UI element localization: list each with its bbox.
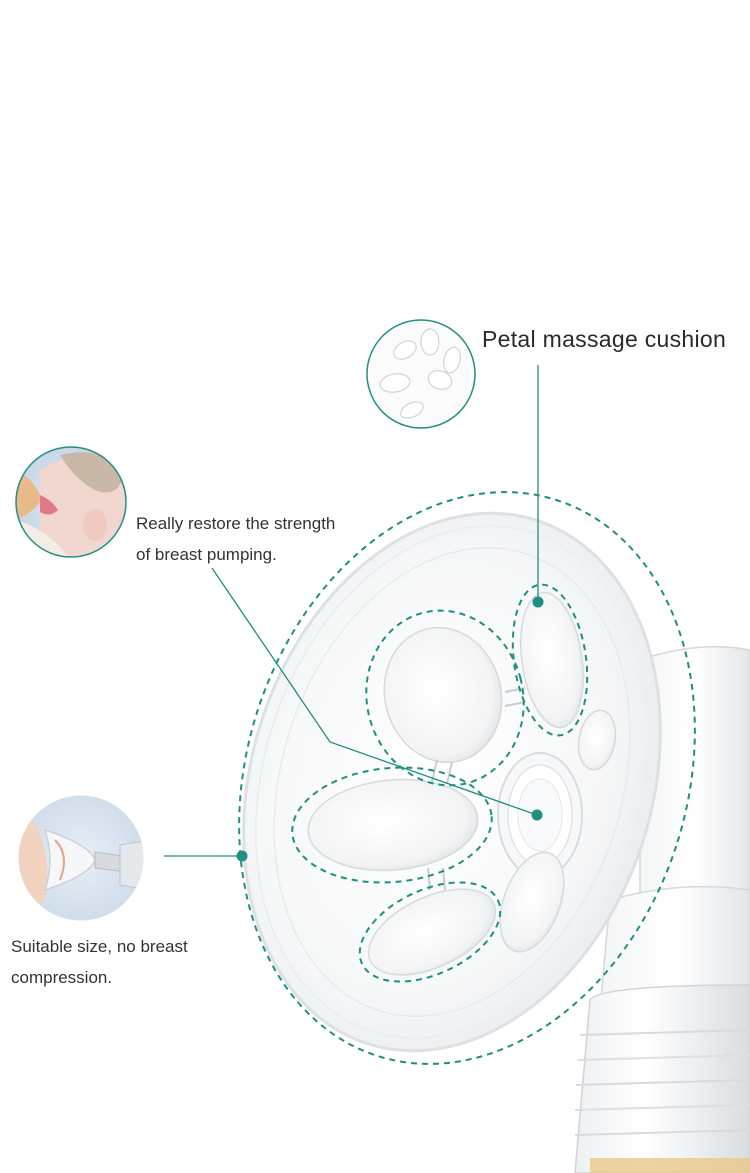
callout-text-size-line2: compression. [11, 968, 113, 987]
dashed-highlights [238, 491, 696, 1065]
petal-cushion-thumbnail [366, 319, 476, 429]
callout-text-strength-line1: Really restore the strength [136, 514, 336, 533]
leader-dots [236, 596, 544, 862]
dot-size [236, 850, 248, 862]
flange-fit-thumbnail [17, 794, 145, 922]
callout-text-strength-line2: of breast pumping. [136, 545, 277, 564]
dot-petal [532, 596, 544, 608]
baby-feeding-thumbnail [15, 446, 127, 558]
bottle [574, 984, 750, 1173]
pump-body [599, 645, 750, 1011]
callout-text-size: Suitable size, no breast compression. [11, 931, 231, 993]
callout-title-petal-massage-cushion: Petal massage cushion [482, 326, 727, 352]
callout-text-strength: Really restore the strength of breast pu… [136, 508, 376, 570]
callout-text-size-line1: Suitable size, no breast [11, 937, 188, 956]
massage-petals [307, 591, 617, 976]
leader-lines [164, 365, 539, 857]
dot-strength [531, 809, 543, 821]
